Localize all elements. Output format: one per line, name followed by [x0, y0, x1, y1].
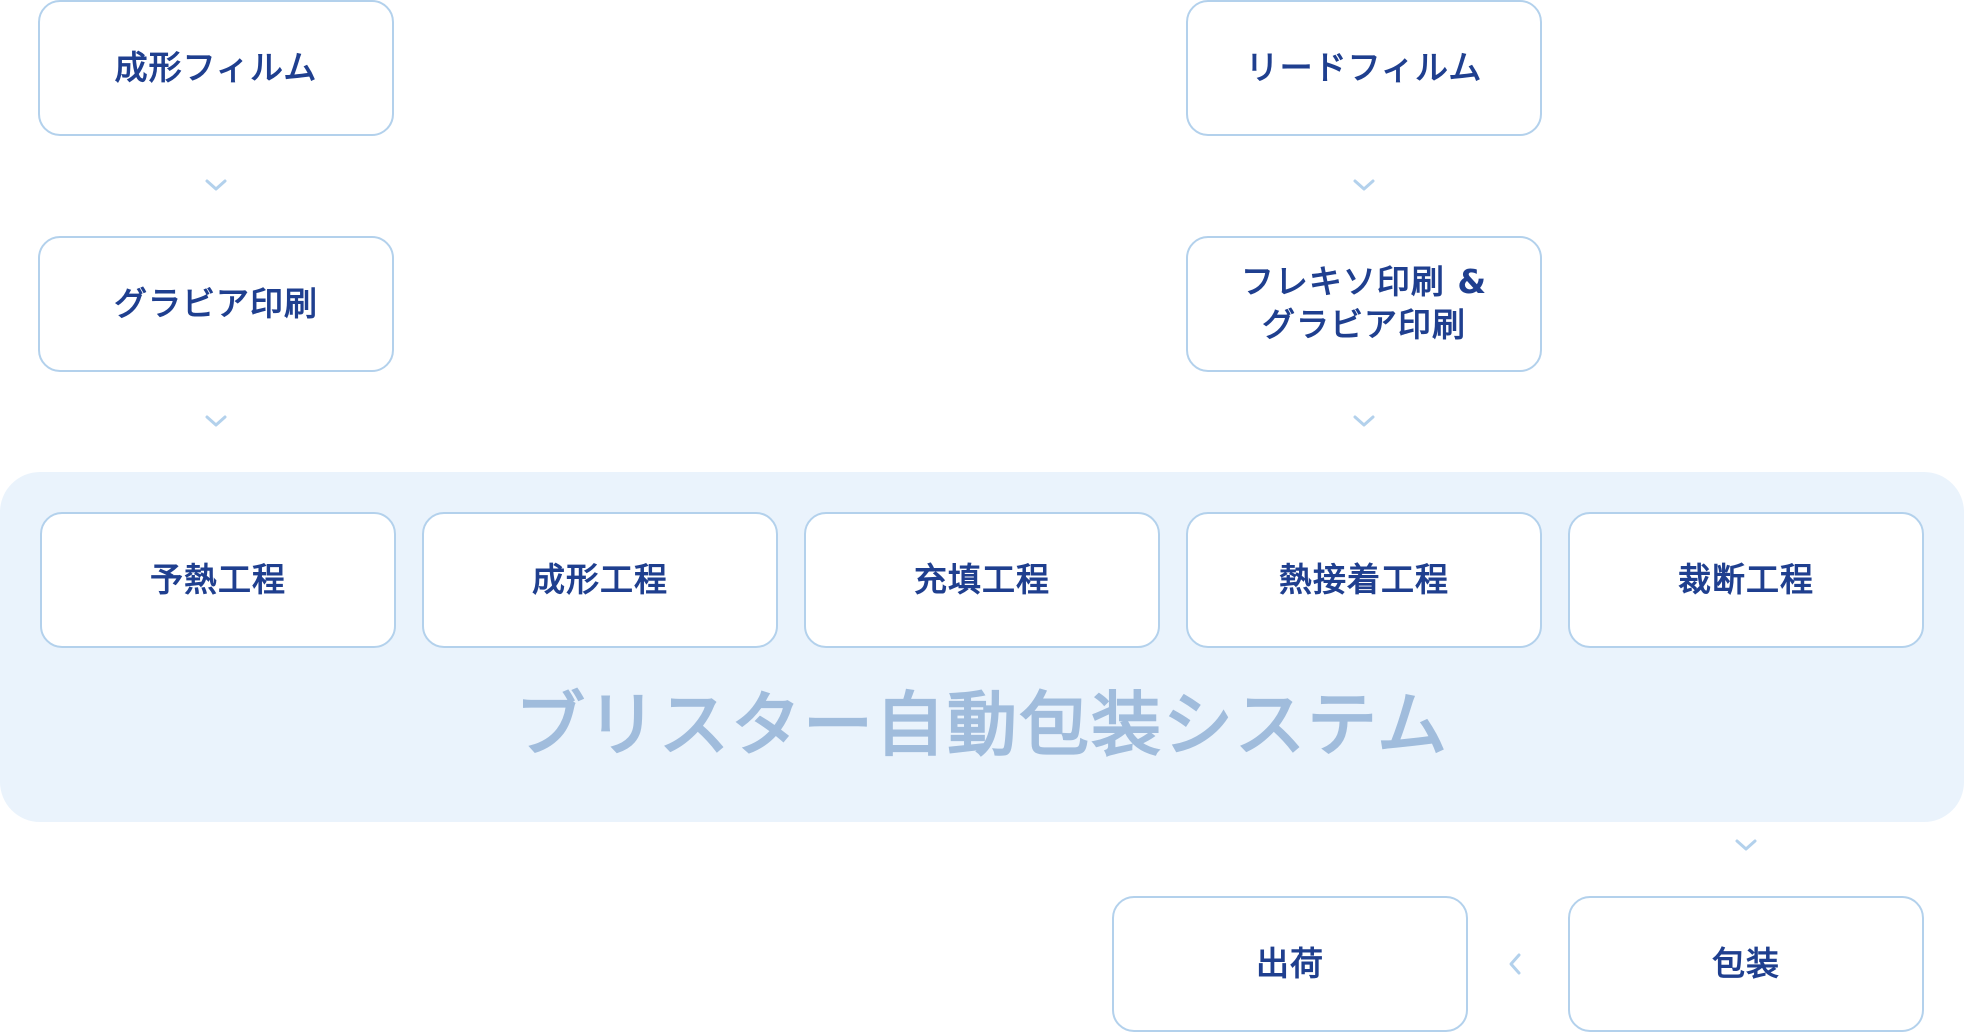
- step-forming-box: 成形工程: [422, 512, 778, 648]
- forming-gravure-box: グラビア印刷: [38, 236, 394, 372]
- forming-film-label: 成形フィルム: [114, 47, 318, 87]
- forming-gravure-label: グラビア印刷: [114, 283, 318, 323]
- step-forming-label: 成形工程: [532, 559, 668, 599]
- shipping-box: 出荷: [1112, 896, 1468, 1032]
- packaging-box: 包装: [1568, 896, 1924, 1032]
- step-heat-seal-box: 熱接着工程: [1186, 512, 1542, 648]
- step-filling-box: 充填工程: [804, 512, 1160, 648]
- shipping-label: 出荷: [1256, 943, 1324, 983]
- chevron-down-icon: [1352, 178, 1376, 192]
- chevron-down-icon: [1352, 414, 1376, 428]
- step-cutting-label: 裁断工程: [1678, 559, 1814, 599]
- step-filling-label: 充填工程: [914, 559, 1050, 599]
- step-cutting-box: 裁断工程: [1568, 512, 1924, 648]
- step-preheat-box: 予熱工程: [40, 512, 396, 648]
- lid-film-box: リードフィルム: [1186, 0, 1542, 136]
- step-heat-seal-label: 熱接着工程: [1279, 559, 1449, 599]
- lid-printing-label: フレキソ印刷 & グラビア印刷: [1240, 262, 1488, 344]
- chevron-down-icon: [204, 414, 228, 428]
- chevron-down-icon: [1734, 838, 1758, 852]
- lid-printing-box: フレキソ印刷 & グラビア印刷: [1186, 236, 1542, 372]
- packaging-label: 包装: [1712, 943, 1780, 983]
- chevron-left-icon: [1508, 952, 1522, 976]
- lid-film-label: リードフィルム: [1245, 47, 1483, 87]
- step-preheat-label: 予熱工程: [150, 559, 286, 599]
- forming-film-box: 成形フィルム: [38, 0, 394, 136]
- system-title: ブリスター自動包装システム: [515, 684, 1449, 766]
- chevron-down-icon: [204, 178, 228, 192]
